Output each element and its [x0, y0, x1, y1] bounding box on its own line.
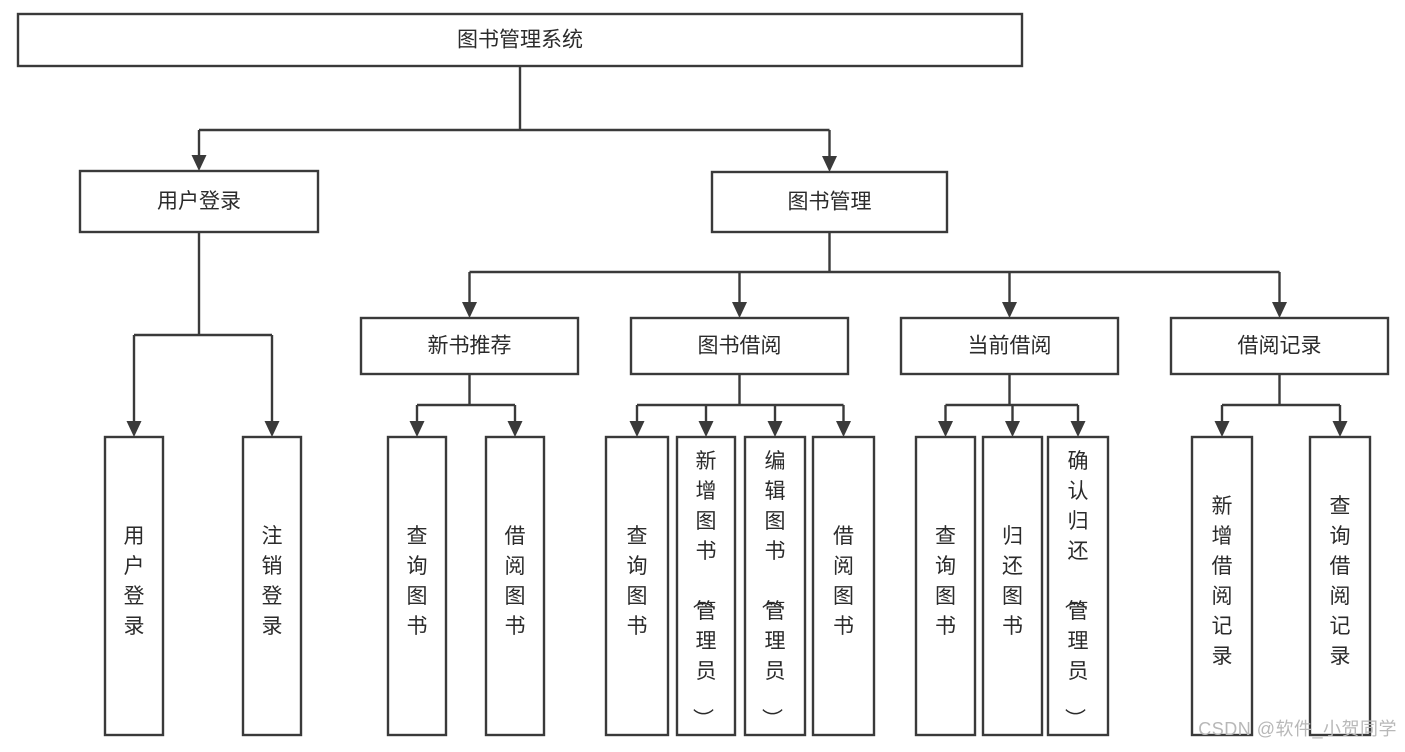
node-label-leaf-confirm-return: 确认归还（管理员） [1063, 450, 1089, 729]
connector-layer [126, 66, 1348, 437]
arrowhead-borrow-record-0 [1214, 421, 1230, 437]
node-leaf-confirm-return[interactable]: 确认归还（管理员） [1046, 435, 1110, 737]
node-box-new-book-recommend [359, 316, 580, 376]
node-leaf-query-book-3[interactable]: 查询图书 [914, 435, 977, 737]
node-box-leaf-query-book-2 [604, 435, 670, 737]
node-label-leaf-logout-login: 注销登录 [262, 525, 283, 638]
node-leaf-query-borrow-record[interactable]: 查询借阅记录 [1308, 435, 1372, 737]
node-box-leaf-query-borrow-record [1308, 435, 1372, 737]
node-label-leaf-query-borrow-record: 查询借阅记录 [1330, 495, 1351, 668]
arrowhead-bookmgmt-0 [462, 302, 477, 318]
node-current-borrow[interactable]: 当前借阅 [899, 316, 1120, 376]
arrowhead-bookmgmt-3 [1272, 302, 1287, 318]
node-label-new-book-recommend: 新书推荐 [428, 335, 512, 358]
node-user-login[interactable]: 用户登录 [78, 169, 320, 234]
node-layer: 图书管理系统用户登录图书管理新书推荐图书借阅当前借阅借阅记录用户登录注销登录查询… [16, 12, 1390, 737]
node-box-leaf-query-book-3 [914, 435, 977, 737]
node-label-user-login: 用户登录 [157, 190, 241, 213]
node-label-current-borrow: 当前借阅 [968, 335, 1052, 358]
node-label-leaf-user-login: 用户登录 [124, 525, 145, 638]
node-box-leaf-confirm-return [1046, 435, 1110, 737]
arrowhead-bookmgmt-2 [1002, 302, 1017, 318]
arrowhead-current-borrow-2 [1070, 421, 1086, 437]
node-label-borrow-record: 借阅记录 [1238, 335, 1322, 358]
node-box-leaf-edit-book [743, 435, 807, 737]
node-root-图书管理系统[interactable]: 图书管理系统 [16, 12, 1024, 68]
node-label-book-management: 图书管理 [788, 191, 872, 214]
node-leaf-logout-login[interactable]: 注销登录 [241, 435, 303, 737]
node-box-leaf-logout-login [241, 435, 303, 737]
arrowhead-borrow-record-1 [1332, 421, 1348, 437]
arrowhead-root-1 [822, 156, 837, 172]
arrowhead-current-borrow-0 [938, 421, 953, 437]
node-box-leaf-add-book [675, 435, 737, 737]
node-box-leaf-return-book [981, 435, 1044, 737]
arrowhead-current-borrow-1 [1005, 421, 1020, 437]
node-leaf-borrow-book-1[interactable]: 借阅图书 [484, 435, 546, 737]
arrowhead-root-0 [191, 155, 207, 171]
arrowhead-book-borrow-3 [836, 421, 851, 437]
node-box-leaf-add-borrow-record [1190, 435, 1254, 737]
node-leaf-add-book[interactable]: 新增图书（管理员） [675, 435, 737, 737]
node-label-leaf-add-book: 新增图书（管理员） [691, 450, 717, 729]
node-box-user-login [78, 169, 320, 234]
arrowhead-book-borrow-1 [698, 421, 714, 437]
node-leaf-add-borrow-record[interactable]: 新增借阅记录 [1190, 435, 1254, 737]
node-label-leaf-borrow-book-2: 借阅图书 [833, 525, 854, 638]
arrowhead-new-book-recommend-0 [409, 421, 425, 437]
node-box-leaf-query-book-1 [386, 435, 448, 737]
node-leaf-user-login[interactable]: 用户登录 [103, 435, 165, 737]
node-label-leaf-query-book-2: 查询图书 [627, 525, 648, 638]
arrowhead-userlogin-1 [264, 421, 280, 437]
node-label-leaf-edit-book: 编辑图书（管理员） [760, 450, 786, 729]
node-box-leaf-user-login [103, 435, 165, 737]
node-label-leaf-borrow-book-1: 借阅图书 [505, 525, 526, 638]
node-label-root-图书管理系统: 图书管理系统 [457, 29, 583, 52]
node-box-borrow-record [1169, 316, 1390, 376]
node-leaf-borrow-book-2[interactable]: 借阅图书 [811, 435, 876, 737]
arrowhead-bookmgmt-1 [732, 302, 747, 318]
node-leaf-edit-book[interactable]: 编辑图书（管理员） [743, 435, 807, 737]
node-leaf-return-book[interactable]: 归还图书 [981, 435, 1044, 737]
node-box-leaf-borrow-book-1 [484, 435, 546, 737]
node-label-leaf-return-book: 归还图书 [1002, 525, 1023, 638]
node-label-book-borrow: 图书借阅 [698, 335, 782, 358]
node-borrow-record[interactable]: 借阅记录 [1169, 316, 1390, 376]
node-box-current-borrow [899, 316, 1120, 376]
node-label-leaf-add-borrow-record: 新增借阅记录 [1212, 495, 1233, 668]
arrowhead-new-book-recommend-1 [507, 421, 523, 437]
arrowhead-book-borrow-0 [629, 421, 645, 437]
node-box-root-图书管理系统 [16, 12, 1024, 68]
node-leaf-query-book-1[interactable]: 查询图书 [386, 435, 448, 737]
node-label-leaf-query-book-1: 查询图书 [407, 525, 428, 638]
arrowhead-book-borrow-2 [767, 421, 783, 437]
node-book-management[interactable]: 图书管理 [710, 170, 949, 234]
node-new-book-recommend[interactable]: 新书推荐 [359, 316, 580, 376]
arrowhead-userlogin-0 [126, 421, 142, 437]
node-leaf-query-book-2[interactable]: 查询图书 [604, 435, 670, 737]
node-box-book-borrow [629, 316, 850, 376]
node-box-leaf-borrow-book-2 [811, 435, 876, 737]
node-book-borrow[interactable]: 图书借阅 [629, 316, 850, 376]
node-box-book-management [710, 170, 949, 234]
node-label-leaf-query-book-3: 查询图书 [935, 525, 956, 638]
